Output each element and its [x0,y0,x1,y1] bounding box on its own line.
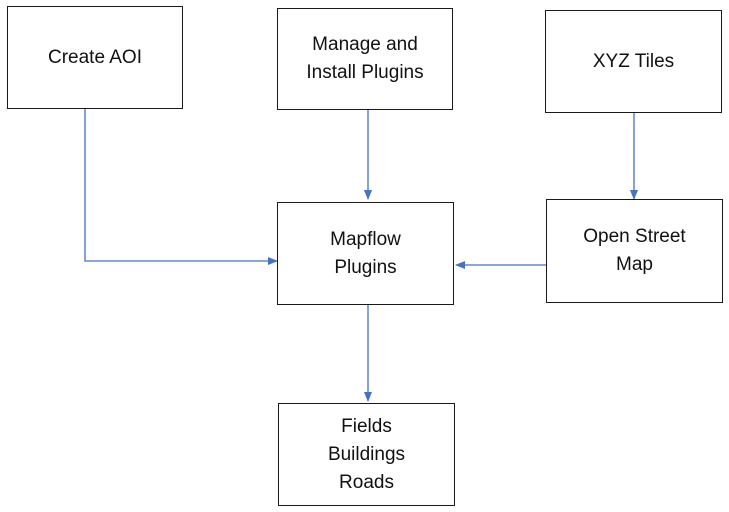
node-open-street-map: Open Street Map [546,199,723,303]
node-xyz-tiles-label: XYZ Tiles [592,50,675,72]
node-outputs-line-2: Buildings [327,443,406,465]
node-outputs-line-3: Roads [339,471,394,493]
node-mapflow-plugins: Mapflow Plugins [277,202,454,305]
node-manage-plugins-line-1: Manage and [312,34,418,55]
edge-create-aoi-to-mapflow [84,108,278,265]
node-manage-plugins: Manage and Install Plugins [277,8,453,110]
node-outputs: Fields Buildings Roads [278,403,455,506]
node-create-aoi-label: Create AOI [48,46,142,68]
node-outputs-line-1: Fields [341,415,392,437]
node-open-street-map-line-1: Open Street [583,226,686,247]
node-mapflow-plugins-line-1: Mapflow [330,228,401,250]
node-mapflow-plugins-line-2: Plugins [334,256,397,278]
node-xyz-tiles: XYZ Tiles [545,10,722,113]
node-manage-plugins-line-2: Install Plugins [306,62,424,83]
node-open-street-map-line-2: Map [616,254,653,275]
node-create-aoi: Create AOI [7,6,183,109]
